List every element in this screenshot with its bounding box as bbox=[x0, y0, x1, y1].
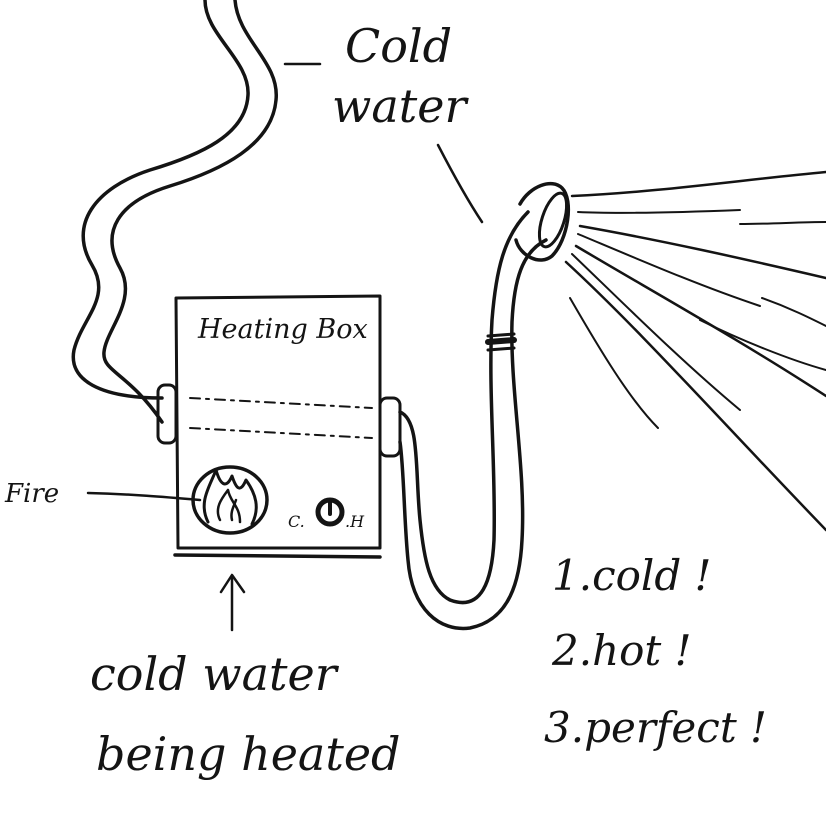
heating-box: Heating Box bbox=[156, 294, 402, 559]
shower-head bbox=[514, 182, 571, 262]
inlet-hose bbox=[71, 0, 278, 424]
water-spray bbox=[564, 170, 826, 532]
cold-water-label-line1: Cold bbox=[345, 19, 452, 73]
flame-icon bbox=[202, 468, 258, 526]
temperature-knob: C. .H bbox=[288, 497, 365, 531]
caption-line2: being heated bbox=[96, 727, 401, 781]
reaction-2: 2.hot ! bbox=[551, 626, 692, 675]
cold-water-label-line2: water bbox=[332, 79, 470, 133]
outlet-hose bbox=[398, 210, 548, 631]
fire-label: Fire bbox=[4, 479, 59, 509]
caption-line1: cold water bbox=[90, 647, 340, 701]
fire-window bbox=[191, 465, 269, 535]
knob-hot-label: .H bbox=[345, 512, 365, 531]
reaction-1: 1.cold ! bbox=[552, 551, 711, 600]
reaction-3: 3.perfect ! bbox=[544, 703, 767, 752]
pointer-lines bbox=[86, 62, 484, 632]
box-title: Heating Box bbox=[197, 314, 368, 345]
knob-cold-label: C. bbox=[288, 512, 305, 531]
